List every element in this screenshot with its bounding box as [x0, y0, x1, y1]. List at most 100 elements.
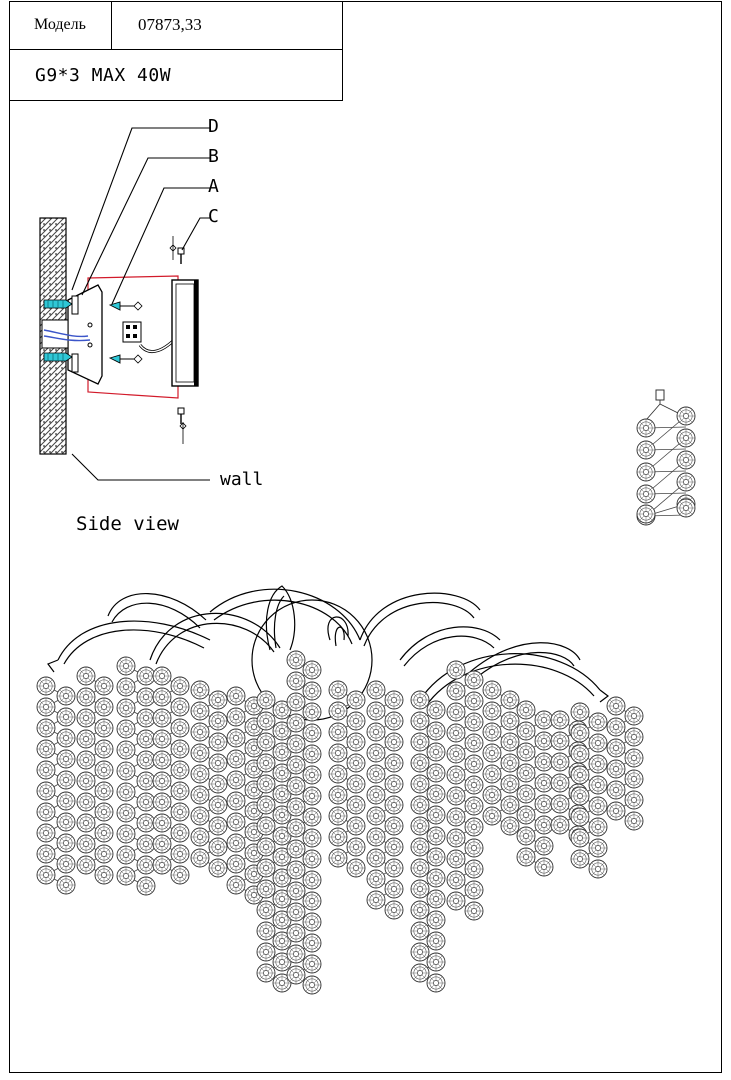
crystal-disc-icon: [328, 680, 348, 700]
crystal-disc-icon: [328, 764, 348, 784]
crystal-disc-icon: [516, 742, 536, 762]
crystal-disc-icon: [256, 690, 276, 710]
crystal-disc-icon: [286, 734, 306, 754]
crystal-disc-icon: [624, 790, 644, 810]
crystal-disc-icon: [328, 785, 348, 805]
crystal-disc-icon: [426, 826, 446, 846]
crystal-disc-icon: [256, 732, 276, 752]
crystal-disc-icon: [482, 806, 502, 826]
crystal-disc-icon: [190, 764, 210, 784]
crystal-disc-icon: [464, 838, 484, 858]
crystal-disc-icon: [588, 817, 608, 837]
crystal-disc-icon: [94, 823, 114, 843]
crystal-disc-icon: [328, 806, 348, 826]
crystal-disc-icon: [256, 795, 276, 815]
crystal-disc-icon: [366, 764, 386, 784]
crystal-disc-icon: [550, 794, 570, 814]
crystal-disc-icon: [534, 815, 554, 835]
crystal-disc-icon: [550, 710, 570, 730]
crystal-disc-icon: [170, 739, 190, 759]
crystal-disc-icon: [410, 711, 430, 731]
crystal-disc-icon: [302, 702, 322, 722]
crystal-disc-icon: [426, 931, 446, 951]
crystal-disc-icon: [534, 857, 554, 877]
crystal-disc-icon: [116, 719, 136, 739]
crystal-disc-icon: [366, 890, 386, 910]
crystal-disc-icon: [302, 891, 322, 911]
crystal-disc-icon: [366, 827, 386, 847]
crystal-disc-icon: [170, 844, 190, 864]
crystal-disc-icon: [286, 944, 306, 964]
crystal-disc-icon: [366, 722, 386, 742]
crystal-disc-icon: [152, 771, 172, 791]
crystal-disc-icon: [36, 844, 56, 864]
crystal-disc-icon: [346, 795, 366, 815]
crystal-disc-icon: [534, 836, 554, 856]
crystal-disc-icon: [286, 818, 306, 838]
crystal-disc-icon: [286, 797, 306, 817]
crystal-disc-icon: [170, 676, 190, 696]
crystal-disc-icon: [136, 729, 156, 749]
crystal-disc-icon: [636, 462, 656, 482]
crystal-disc-icon: [94, 739, 114, 759]
crystal-disc-icon: [56, 770, 76, 790]
crystal-disc-icon: [76, 687, 96, 707]
crystal-disc-icon: [410, 879, 430, 899]
crystal-disc-icon: [76, 729, 96, 749]
power-spec: G9*3 MAX 40W: [35, 64, 172, 86]
crystal-disc-icon: [208, 774, 228, 794]
crystal-disc-icon: [676, 498, 696, 518]
crystal-disc-icon: [286, 965, 306, 985]
crystal-disc-icon: [302, 807, 322, 827]
crystal-disc-icon: [170, 823, 190, 843]
crystal-disc-icon: [446, 702, 466, 722]
crystal-disc-icon: [76, 666, 96, 686]
crystal-disc-icon: [624, 811, 644, 831]
crystal-disc-icon: [676, 472, 696, 492]
crystal-disc-icon: [570, 723, 590, 743]
crystal-disc-icon: [328, 743, 348, 763]
crystal-disc-icon: [36, 739, 56, 759]
crystal-disc-icon: [256, 753, 276, 773]
side-view-diagram: D B A C wall Side view: [39, 116, 263, 535]
crystal-disc-icon: [426, 700, 446, 720]
crystal-disc-icon: [190, 827, 210, 847]
crystal-disc-icon: [410, 732, 430, 752]
crystal-disc-icon: [516, 721, 536, 741]
crystal-disc-icon: [190, 680, 210, 700]
crystal-disc-icon: [116, 740, 136, 760]
crystal-disc-icon: [500, 732, 520, 752]
crystal-disc-icon: [190, 722, 210, 742]
crystal-disc-icon: [302, 954, 322, 974]
crystal-disc-icon: [208, 711, 228, 731]
crystal-disc-icon: [550, 773, 570, 793]
crystal-disc-icon: [116, 656, 136, 676]
wall-label: wall: [220, 469, 263, 490]
callout-leaders: [71, 127, 210, 481]
crystal-disc-icon: [116, 803, 136, 823]
crystal-disc-icon: [76, 750, 96, 770]
crystal-disc-icon: [286, 902, 306, 922]
crystal-disc-icon: [346, 732, 366, 752]
crystal-disc-icon: [500, 753, 520, 773]
crystal-disc-icon: [208, 690, 228, 710]
crystal-disc-icon: [116, 824, 136, 844]
crystal-disc-icon: [676, 428, 696, 448]
crystal-disc-icon: [516, 805, 536, 825]
crystal-disc-icon: [116, 845, 136, 865]
crystal-disc-icon: [384, 732, 404, 752]
crystal-disc-icon: [286, 692, 306, 712]
crystal-disc-icon: [226, 875, 246, 895]
crystal-disc-icon: [76, 834, 96, 854]
crystal-disc-icon: [152, 813, 172, 833]
crystal-disc-icon: [208, 732, 228, 752]
crystal-disc-icon: [426, 763, 446, 783]
side-view-caption: Side view: [76, 513, 180, 535]
crystal-disc-icon: [482, 743, 502, 763]
crystal-disc-icon: [426, 973, 446, 993]
crystal-disc-icon: [116, 677, 136, 697]
crystal-disc-icon: [366, 848, 386, 868]
crystal-disc-icon: [516, 847, 536, 867]
crystal-disc-icon: [464, 880, 484, 900]
